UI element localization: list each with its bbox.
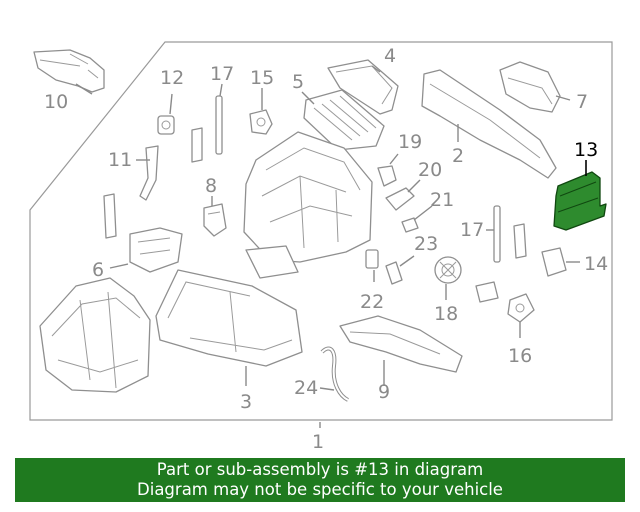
callout-2: 2 [452, 145, 464, 167]
callout-19: 19 [398, 131, 422, 153]
callout-20: 20 [418, 159, 442, 181]
part-14-connector[interactable] [541, 247, 567, 277]
clip-right [513, 223, 527, 259]
callout-16: 16 [508, 345, 532, 367]
part-10-duct[interactable] [33, 49, 105, 93]
callout-17-upper: 17 [210, 63, 234, 85]
callout-12: 12 [160, 67, 184, 89]
part-5-filter[interactable] [303, 89, 385, 151]
hvac-main-housing[interactable] [243, 131, 373, 279]
callout-17-lower: 17 [460, 219, 484, 241]
part-4-cover[interactable] [327, 59, 399, 115]
callout-11: 11 [108, 149, 132, 171]
part-11-clip[interactable] [139, 145, 159, 201]
assembly-boundary [29, 41, 613, 421]
callout-22: 22 [360, 291, 384, 313]
callout-18: 18 [434, 303, 458, 325]
callout-23: 23 [414, 233, 438, 255]
part-6-bracket[interactable] [129, 227, 183, 273]
part-22-switch[interactable] [365, 249, 379, 269]
part-18-blower-wheel[interactable] [434, 256, 462, 284]
callout-15: 15 [250, 67, 274, 89]
part-7-duct[interactable] [499, 61, 561, 113]
callout-21: 21 [430, 189, 454, 211]
part-17-rod-upper[interactable] [215, 95, 223, 155]
callout-13-highlighted[interactable]: 13 [574, 139, 598, 161]
part-13-module-highlighted[interactable] [553, 171, 607, 231]
part-21-clip[interactable] [401, 217, 419, 233]
bracket-small [191, 127, 203, 163]
callout-3: 3 [240, 391, 252, 413]
footer-line-disclaimer: Diagram may not be specific to your vehi… [137, 480, 503, 499]
footer-line-part: Part or sub-assembly is #13 in diagram [156, 460, 484, 479]
part-9-duct[interactable] [339, 315, 463, 373]
part-12-sensor[interactable] [157, 115, 175, 135]
leader-lines [75, 65, 587, 428]
callout-4: 4 [384, 45, 396, 67]
callout-labels: 1 2 3 4 5 6 7 8 9 10 11 12 13 14 15 16 1… [44, 45, 608, 453]
parts-diagram: 1 2 3 4 5 6 7 8 9 10 11 12 13 14 15 16 1… [29, 41, 613, 453]
part-20-bracket[interactable] [385, 187, 415, 211]
callout-8: 8 [205, 175, 217, 197]
part-15-actuator[interactable] [249, 109, 273, 135]
callout-24: 24 [294, 377, 318, 399]
callout-1: 1 [312, 431, 324, 453]
part-23-actuator[interactable] [385, 261, 403, 285]
blower-housing[interactable] [39, 277, 151, 393]
footer-banner: Part or sub-assembly is #13 in diagram D… [15, 458, 625, 502]
callout-6: 6 [92, 259, 104, 281]
part-24-hose[interactable] [320, 346, 350, 402]
callout-5: 5 [292, 71, 304, 93]
callout-7: 7 [576, 91, 588, 113]
part-16-actuator[interactable] [507, 293, 535, 323]
callout-14: 14 [584, 253, 608, 275]
part-3-case[interactable] [155, 269, 303, 367]
bracket-left [103, 193, 117, 239]
part-8-sensor[interactable] [203, 203, 227, 237]
part-2-duct[interactable] [421, 69, 557, 179]
callout-9: 9 [378, 381, 390, 403]
callout-10: 10 [44, 91, 68, 113]
part-19-clip[interactable] [377, 165, 397, 187]
bracket-small-right [475, 281, 499, 303]
part-17-rod-lower[interactable] [493, 205, 501, 263]
